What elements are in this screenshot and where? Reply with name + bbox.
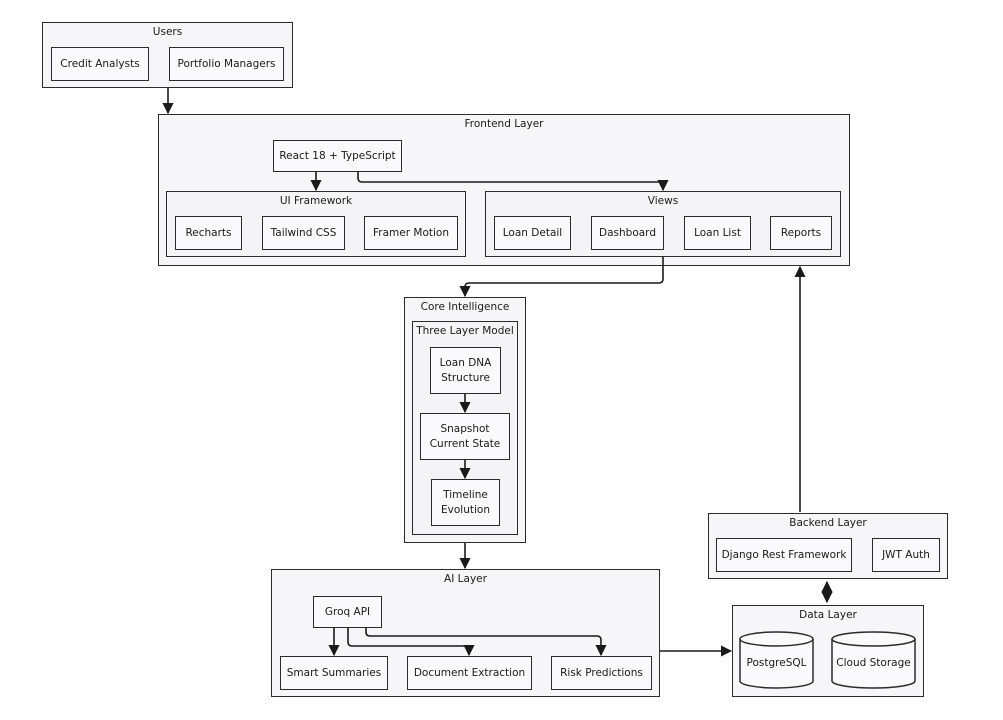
risk-predictions-node: Risk Predictions [551, 656, 652, 690]
snapshot-node: Snapshot Current State [420, 413, 510, 460]
ai-layer-title: AI Layer [444, 573, 487, 585]
cloud-storage-label: Cloud Storage [836, 657, 911, 669]
loan-detail-node: Loan Detail [494, 216, 571, 250]
ui-framework-title: UI Framework [279, 195, 353, 207]
smart-summaries-node: Smart Summaries [280, 656, 388, 690]
recharts-node: Recharts [175, 216, 242, 250]
three-layer-model-title: Three Layer Model [416, 325, 514, 337]
jwt-auth-node: JWT Auth [872, 538, 940, 572]
framer-motion-node: Framer Motion [364, 216, 458, 250]
postgresql-cylinder-icon [739, 631, 814, 689]
document-extraction-node: Document Extraction [407, 656, 532, 690]
timeline-node: Timeline Evolution [431, 479, 500, 526]
groq-api-node: Groq API [313, 596, 382, 628]
django-rest-framework-node: Django Rest Framework [716, 538, 852, 572]
data-layer-title: Data Layer [799, 609, 857, 621]
tailwind-css-node: Tailwind CSS [262, 216, 345, 250]
backend-layer-title: Backend Layer [789, 517, 867, 529]
frontend-layer-title: Frontend Layer [464, 118, 544, 130]
postgresql-label: PostgreSQL [746, 657, 807, 669]
react-typescript-node: React 18 + TypeScript [273, 140, 402, 172]
postgresql-database-node: PostgreSQL [739, 631, 814, 689]
cloud-storage-cylinder-icon [831, 631, 916, 689]
loan-dna-node: Loan DNA Structure [430, 347, 501, 394]
users-group-title: Users [152, 26, 183, 38]
portfolio-managers-node: Portfolio Managers [169, 47, 284, 81]
views-title: Views [647, 195, 679, 207]
core-intelligence-title: Core Intelligence [420, 301, 510, 313]
credit-analysts-node: Credit Analysts [51, 47, 149, 81]
loan-list-node: Loan List [684, 216, 751, 250]
dashboard-node: Dashboard [591, 216, 664, 250]
cloud-storage-node: Cloud Storage [831, 631, 916, 689]
reports-node: Reports [770, 216, 832, 250]
